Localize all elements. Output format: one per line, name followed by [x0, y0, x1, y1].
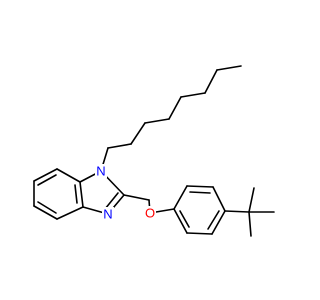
c7-c6-double-bond	[37, 174, 57, 186]
c2-n3-double-bond	[104, 192, 119, 210]
octyl-bond-6	[180, 92, 206, 98]
c3a-c7a-inner-bond	[74, 184, 78, 204]
phenyl-bond-3	[212, 186, 226, 212]
phenyl-bond-4	[211, 210, 226, 235]
c5-c4-bond	[33, 205, 58, 220]
octyl-bond-4	[144, 118, 170, 124]
atom-n3-label: N	[103, 207, 112, 222]
atom-label-layer: N N O	[95, 164, 156, 222]
octyl-bond-2	[107, 143, 132, 149]
phenyl-double-bond-6	[179, 210, 190, 228]
phenyl-double-bond-4	[207, 210, 220, 230]
atom-n3-background	[102, 207, 114, 221]
c7a-c7-bond	[56, 168, 81, 183]
phenyl-bond-2	[186, 185, 214, 188]
atom-n1: N	[95, 164, 107, 179]
atom-oxygen-background	[144, 206, 156, 220]
c4-c3a-bond	[56, 206, 84, 220]
octyl-bond-7	[204, 69, 218, 94]
atom-n3: N	[102, 207, 114, 222]
tbutyl-methyl-up-bond	[248, 187, 255, 213]
octyl-bond-3	[130, 122, 146, 145]
phenyl-bond-5	[186, 232, 213, 235]
atom-n1-label: N	[96, 164, 105, 179]
phenyl-bond-1	[173, 185, 188, 210]
atom-n1-background	[95, 164, 107, 178]
octyl-bond-8	[216, 65, 242, 71]
atom-oxygen: O	[144, 206, 156, 221]
atom-oxygen-label: O	[145, 206, 155, 221]
molecule-structure: N N O	[33, 65, 275, 237]
c5-c4-double-bond	[37, 201, 57, 214]
c7-c6-bond	[33, 168, 58, 182]
octyl-bond-5	[168, 96, 182, 120]
phenyl-bond-6	[173, 208, 188, 234]
c3a-c7a-bond	[79, 181, 84, 208]
c2-ch2-bond	[123, 194, 150, 201]
aryl-quaternary-bond	[224, 210, 250, 213]
phenyl-double-bond-2	[189, 191, 211, 194]
tbutyl-methyl-down-bond	[248, 211, 252, 237]
